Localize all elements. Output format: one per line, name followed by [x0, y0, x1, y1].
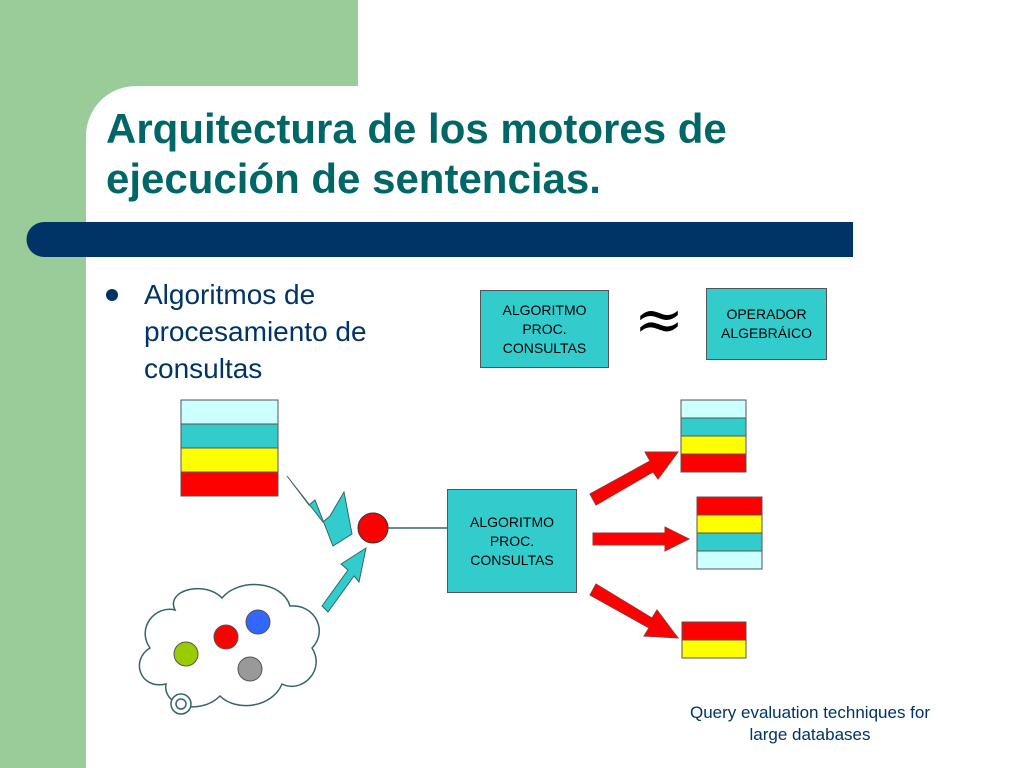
ball-icon — [237, 656, 263, 682]
output-table-bottom-row — [681, 621, 747, 641]
output-table-top-row — [680, 417, 747, 437]
bullet-text-line-3: consultas — [144, 353, 263, 384]
reference-caption-line-2: large databases — [749, 725, 871, 744]
output-table-bottom-row — [681, 639, 747, 659]
bullet-text: Algoritmos de procesamiento de consultas — [144, 276, 434, 387]
output-table-top-row — [680, 399, 747, 419]
ball-icon — [173, 641, 199, 667]
bullet-dot-icon — [106, 289, 118, 301]
input-table-row — [180, 447, 279, 473]
output-table-middle — [696, 496, 763, 570]
output-table-top-row — [680, 435, 747, 455]
output-table-middle-row — [696, 514, 763, 534]
block-arrow-icon — [589, 451, 679, 506]
algorithm-box-top-line-2: PROC. — [522, 320, 567, 337]
ball-icon — [213, 624, 239, 650]
bullet-text-line-2: procesamiento de — [144, 316, 367, 347]
algebraic-operator-box: OPERADOR ALGEBRÁICO — [706, 288, 827, 360]
input-table — [180, 399, 279, 497]
output-table-middle-row — [696, 496, 763, 516]
output-table-top-row — [680, 453, 747, 473]
block-arrow-icon — [321, 546, 367, 613]
top-green-corner — [86, 0, 358, 136]
bullet-text-line-1: Algoritmos de — [144, 279, 316, 310]
ball-icon — [245, 609, 271, 635]
thought-cloud-bubble-icon — [175, 698, 187, 710]
input-table-row — [180, 423, 279, 449]
block-arrow-icon — [589, 583, 680, 639]
input-table-row — [180, 399, 279, 425]
algorithm-box-top: ALGORITMO PROC. CONSULTAS — [480, 290, 609, 368]
reference-caption: Query evaluation techniques for large da… — [660, 702, 960, 746]
slide-title-line-1: Arquitectura de los motores de — [106, 105, 727, 152]
slide-title-line-2: ejecución de sentencias. — [106, 155, 601, 202]
algorithm-box-top-line-1: ALGORITMO — [502, 301, 587, 318]
left-green-band — [0, 0, 86, 768]
algorithm-box-center-line-1: ALGORITMO — [469, 513, 554, 530]
output-table-bottom — [681, 621, 747, 659]
output-table-middle-row — [696, 532, 763, 552]
block-arrow-icon — [592, 526, 691, 552]
algorithm-box-center-line-2: PROC. — [489, 532, 535, 549]
reference-caption-line-1: Query evaluation techniques for — [689, 703, 931, 722]
input-table-row — [180, 471, 279, 497]
algebraic-operator-box-line-2: ALGEBRÁICO — [720, 325, 813, 341]
algorithm-box-center-line-3: CONSULTAS — [470, 551, 554, 568]
algebraic-operator-box-line-1: OPERADOR — [726, 306, 807, 322]
output-table-top — [680, 399, 747, 473]
block-arrow-icon — [286, 475, 353, 547]
algorithm-box-top-line-3: CONSULTAS — [502, 339, 587, 356]
slide-title: Arquitectura de los motores de ejecución… — [106, 104, 866, 204]
approximately-equal-icon: ≈ — [633, 285, 685, 355]
algorithm-box-center: ALGORITMO PROC. CONSULTAS — [447, 489, 577, 593]
circle-node-icon — [357, 512, 389, 544]
output-table-middle-row — [696, 550, 763, 570]
title-underline-bar — [26, 222, 854, 257]
